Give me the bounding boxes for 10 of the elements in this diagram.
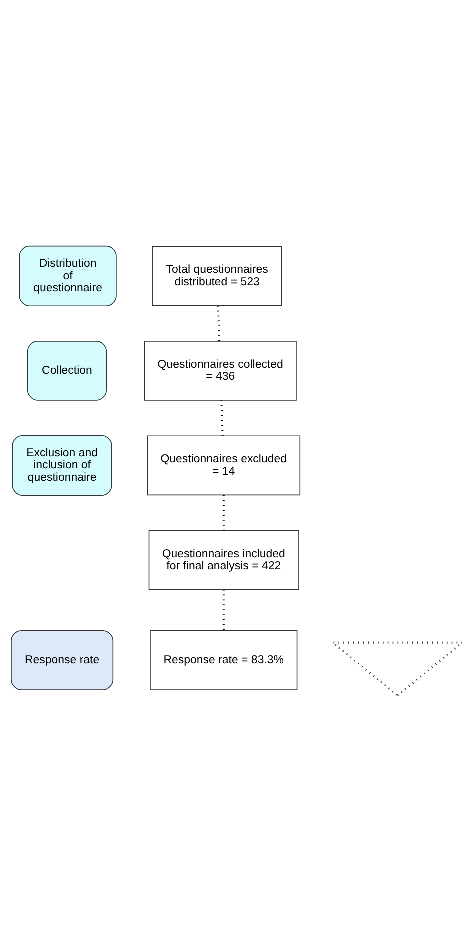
node-box: Exclusion and inclusion of questionnaire: [12, 435, 112, 496]
node-box: Total questionnaires distributed = 523: [152, 246, 282, 306]
node-box: Distribution of questionnaire: [19, 246, 117, 307]
connector: [220, 400, 224, 436]
node-box: Response rate = 83.3%: [150, 630, 298, 690]
node-box: Response rate: [11, 630, 114, 690]
node-box: Questionnaires included for final analysis = 422: [148, 530, 299, 590]
node-box: Questionnaires collected = 436: [144, 341, 297, 401]
node-box: Collection: [27, 341, 107, 401]
node-box: Questionnaires excluded = 14: [147, 436, 301, 496]
